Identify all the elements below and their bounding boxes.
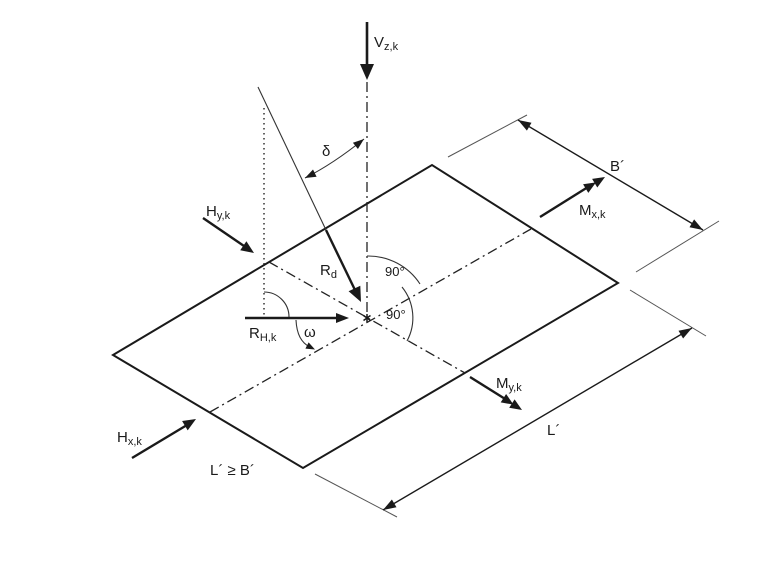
dimension-condition-label: L´ ≥ B´ [210, 462, 255, 479]
arrowhead [305, 342, 315, 350]
plate-axis-y [268, 261, 466, 374]
arrow-shaft [202, 217, 245, 247]
dimension-l [382, 327, 693, 511]
length-dimension-label: L´ [547, 422, 560, 439]
design-resultant-label: Rd [320, 262, 337, 281]
arrowhead [182, 419, 196, 431]
arrow-shaft [131, 423, 188, 460]
dimension-extension-lines [314, 114, 720, 518]
angle-delta-label: δ [322, 143, 330, 160]
plate-centre-marker [363, 314, 371, 322]
arrowhead [518, 120, 532, 131]
right-angle-lower-label: 90° [386, 307, 406, 322]
moment-x-label: Mx,k [579, 202, 606, 221]
moment-y-label: My,k [496, 375, 522, 394]
arrowhead [689, 219, 703, 230]
design-resultant-arrow [324, 229, 361, 302]
horizontal-load-y-label: Hy,k [206, 203, 231, 222]
vertical-load-arrow [360, 22, 374, 80]
right-angle-arc-lower [401, 286, 414, 342]
arrowhead [305, 169, 317, 178]
arrowhead [336, 313, 349, 323]
extension-line-b-right [635, 220, 720, 273]
horizontal-resultant-label: RH,k [249, 325, 277, 344]
resultant-direction-line [257, 86, 327, 231]
arrowhead [360, 64, 374, 80]
arrow-shaft [469, 375, 507, 401]
extension-line-b-left [447, 114, 528, 158]
moment-y-arrow [469, 375, 522, 410]
extension-line-l-lower [314, 473, 398, 518]
arrowhead [348, 285, 361, 302]
arrowhead [509, 399, 522, 410]
vertical-load-label: Vz,k [374, 34, 399, 53]
right-angle-arc-upper [366, 255, 421, 285]
width-dimension-label: B´ [610, 158, 625, 175]
angle-omega-label: ω [304, 324, 316, 341]
arrowhead [352, 139, 364, 149]
arrowhead [583, 182, 596, 193]
arrowhead [383, 499, 397, 510]
dimension-b [517, 119, 704, 231]
angle-omega-arc [295, 319, 315, 350]
vertical-to-horizontal-arc [263, 291, 290, 318]
dimension-line-b [517, 119, 704, 231]
arrowhead [500, 394, 514, 405]
arrowhead [678, 328, 692, 339]
angle-delta-arc [304, 138, 365, 179]
dimension-line-l [382, 327, 693, 511]
horizontal-load-x-arrow [131, 419, 196, 460]
moment-x-arrow [539, 177, 605, 219]
arrowhead [592, 177, 605, 188]
arrowhead [240, 241, 254, 253]
arrow-shaft [324, 229, 357, 291]
right-angle-upper-label: 90° [385, 264, 405, 279]
horizontal-load-y-arrow [202, 217, 254, 253]
extension-line-l-upper [629, 289, 707, 337]
horizontal-resultant-arrow [245, 313, 349, 323]
horizontal-load-x-label: Hx,k [117, 429, 142, 448]
arrow-shaft [539, 185, 589, 219]
